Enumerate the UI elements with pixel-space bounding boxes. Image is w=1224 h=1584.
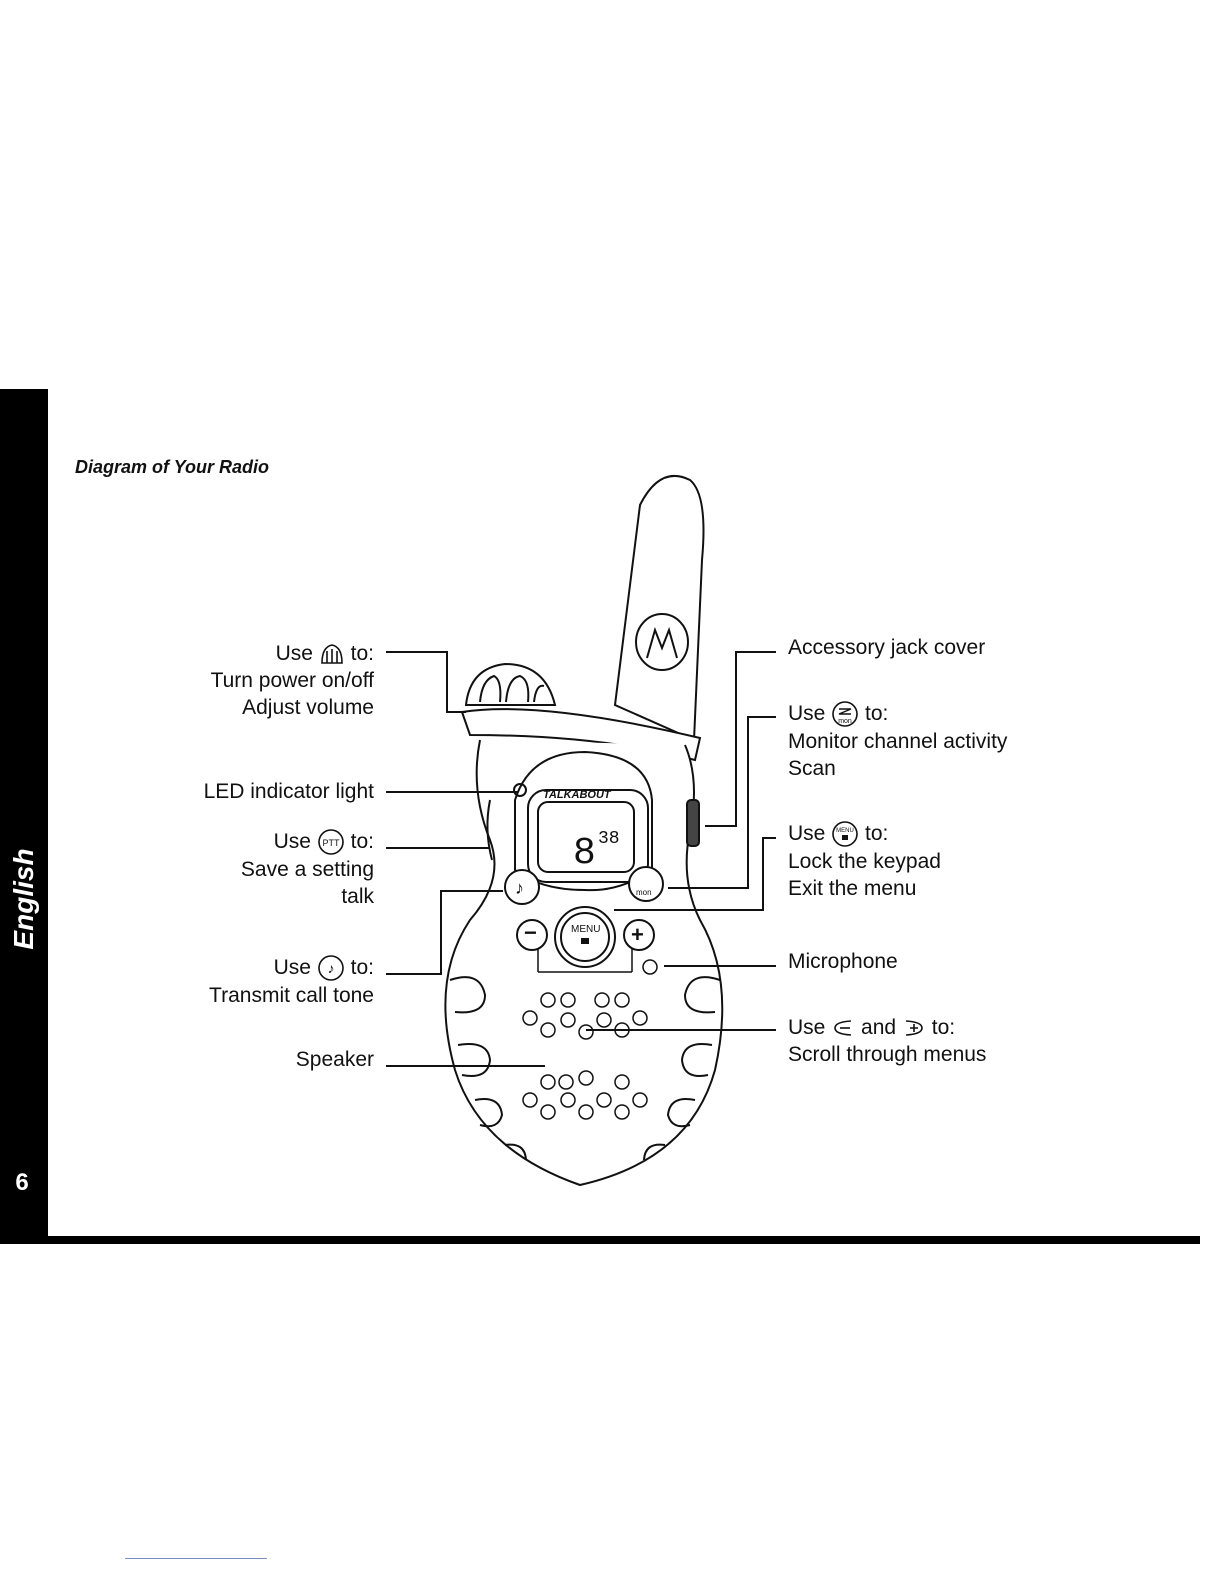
power-line2: Adjust volume bbox=[242, 696, 374, 719]
call-tone-callout: Use ♪ to: Transmit call tone bbox=[209, 954, 374, 1009]
page-number: 6 bbox=[15, 1169, 29, 1196]
menu-to-text: to: bbox=[865, 822, 889, 845]
menu-use-text: Use bbox=[788, 822, 826, 845]
menu-callout: Use MENU to: Lock the keypad Exit the me… bbox=[788, 820, 941, 902]
ptt-use-text: Use bbox=[273, 830, 311, 853]
monitor-line1: Monitor channel activity bbox=[788, 730, 1008, 754]
menu-line1: Lock the keypad bbox=[788, 850, 941, 874]
svg-text:♪: ♪ bbox=[327, 960, 334, 976]
ptt-line2: talk bbox=[341, 885, 374, 909]
bottom-rule bbox=[0, 1236, 1200, 1244]
scroll-and-text: and bbox=[861, 1016, 897, 1039]
svg-text:MENU: MENU bbox=[836, 828, 854, 834]
call-to-text: to: bbox=[350, 956, 374, 979]
brand-display-text: TALKABOUT bbox=[543, 789, 612, 801]
led-callout: LED indicator light bbox=[203, 780, 374, 803]
power-to-text: to: bbox=[350, 642, 374, 665]
page-title: Diagram of Your Radio bbox=[75, 457, 270, 477]
plus-button-icon bbox=[902, 1016, 926, 1040]
monitor-button-icon: mon bbox=[831, 700, 859, 728]
power-callout: Use to: Turn power on/off Adjust volume bbox=[211, 640, 374, 721]
plus-key-text: + bbox=[631, 922, 644, 947]
jack-callout: Accessory jack cover bbox=[788, 636, 986, 659]
svg-text:PTT: PTT bbox=[322, 838, 340, 848]
minus-button-icon bbox=[831, 1016, 855, 1040]
call-tone-icon: ♪ bbox=[317, 954, 345, 982]
lock-glyph-icon bbox=[581, 938, 589, 944]
menu-button-icon: MENU bbox=[831, 820, 859, 848]
screen-code-digits: 38 bbox=[598, 829, 620, 849]
language-tab: English 6 bbox=[0, 389, 48, 1244]
ptt-line1: Save a setting bbox=[240, 858, 374, 882]
monitor-use-text: Use bbox=[788, 702, 826, 725]
ptt-button-icon: PTT bbox=[317, 828, 345, 856]
menu-line2: Exit the menu bbox=[788, 877, 917, 901]
mic-callout: Microphone bbox=[788, 950, 898, 973]
call-line1: Transmit call tone bbox=[209, 984, 374, 1008]
monitor-line2: Scan bbox=[788, 757, 836, 781]
call-use-text: Use bbox=[273, 956, 311, 979]
power-knob-icon bbox=[319, 643, 345, 665]
ptt-to-text: to: bbox=[350, 830, 374, 853]
footnote-rule bbox=[125, 1558, 267, 1559]
scroll-use-text: Use bbox=[788, 1016, 826, 1039]
scroll-callout: Use and to: Scroll through menus bbox=[788, 1014, 986, 1068]
monitor-callout: Use mon to: Monitor channel activity Sca… bbox=[788, 700, 1007, 782]
speaker-callout: Speaker bbox=[295, 1048, 374, 1071]
minus-key-text: − bbox=[524, 920, 537, 945]
ptt-callout: Use PTT to: Save a setting talk bbox=[241, 828, 374, 910]
monitor-key-text: mon bbox=[636, 888, 652, 897]
motorola-logo-icon bbox=[635, 613, 689, 671]
call-key-text: ♪ bbox=[515, 878, 524, 898]
scroll-line1: Scroll through menus bbox=[788, 1043, 987, 1066]
svg-text:mon: mon bbox=[838, 718, 852, 725]
menu-key-text: MENU bbox=[571, 924, 600, 935]
power-use-text: Use bbox=[275, 642, 313, 665]
scroll-to-text: to: bbox=[931, 1016, 956, 1039]
power-line1: Turn power on/off bbox=[210, 669, 374, 692]
screen-channel-digit: 8 bbox=[573, 832, 596, 875]
monitor-to-text: to: bbox=[865, 702, 889, 725]
